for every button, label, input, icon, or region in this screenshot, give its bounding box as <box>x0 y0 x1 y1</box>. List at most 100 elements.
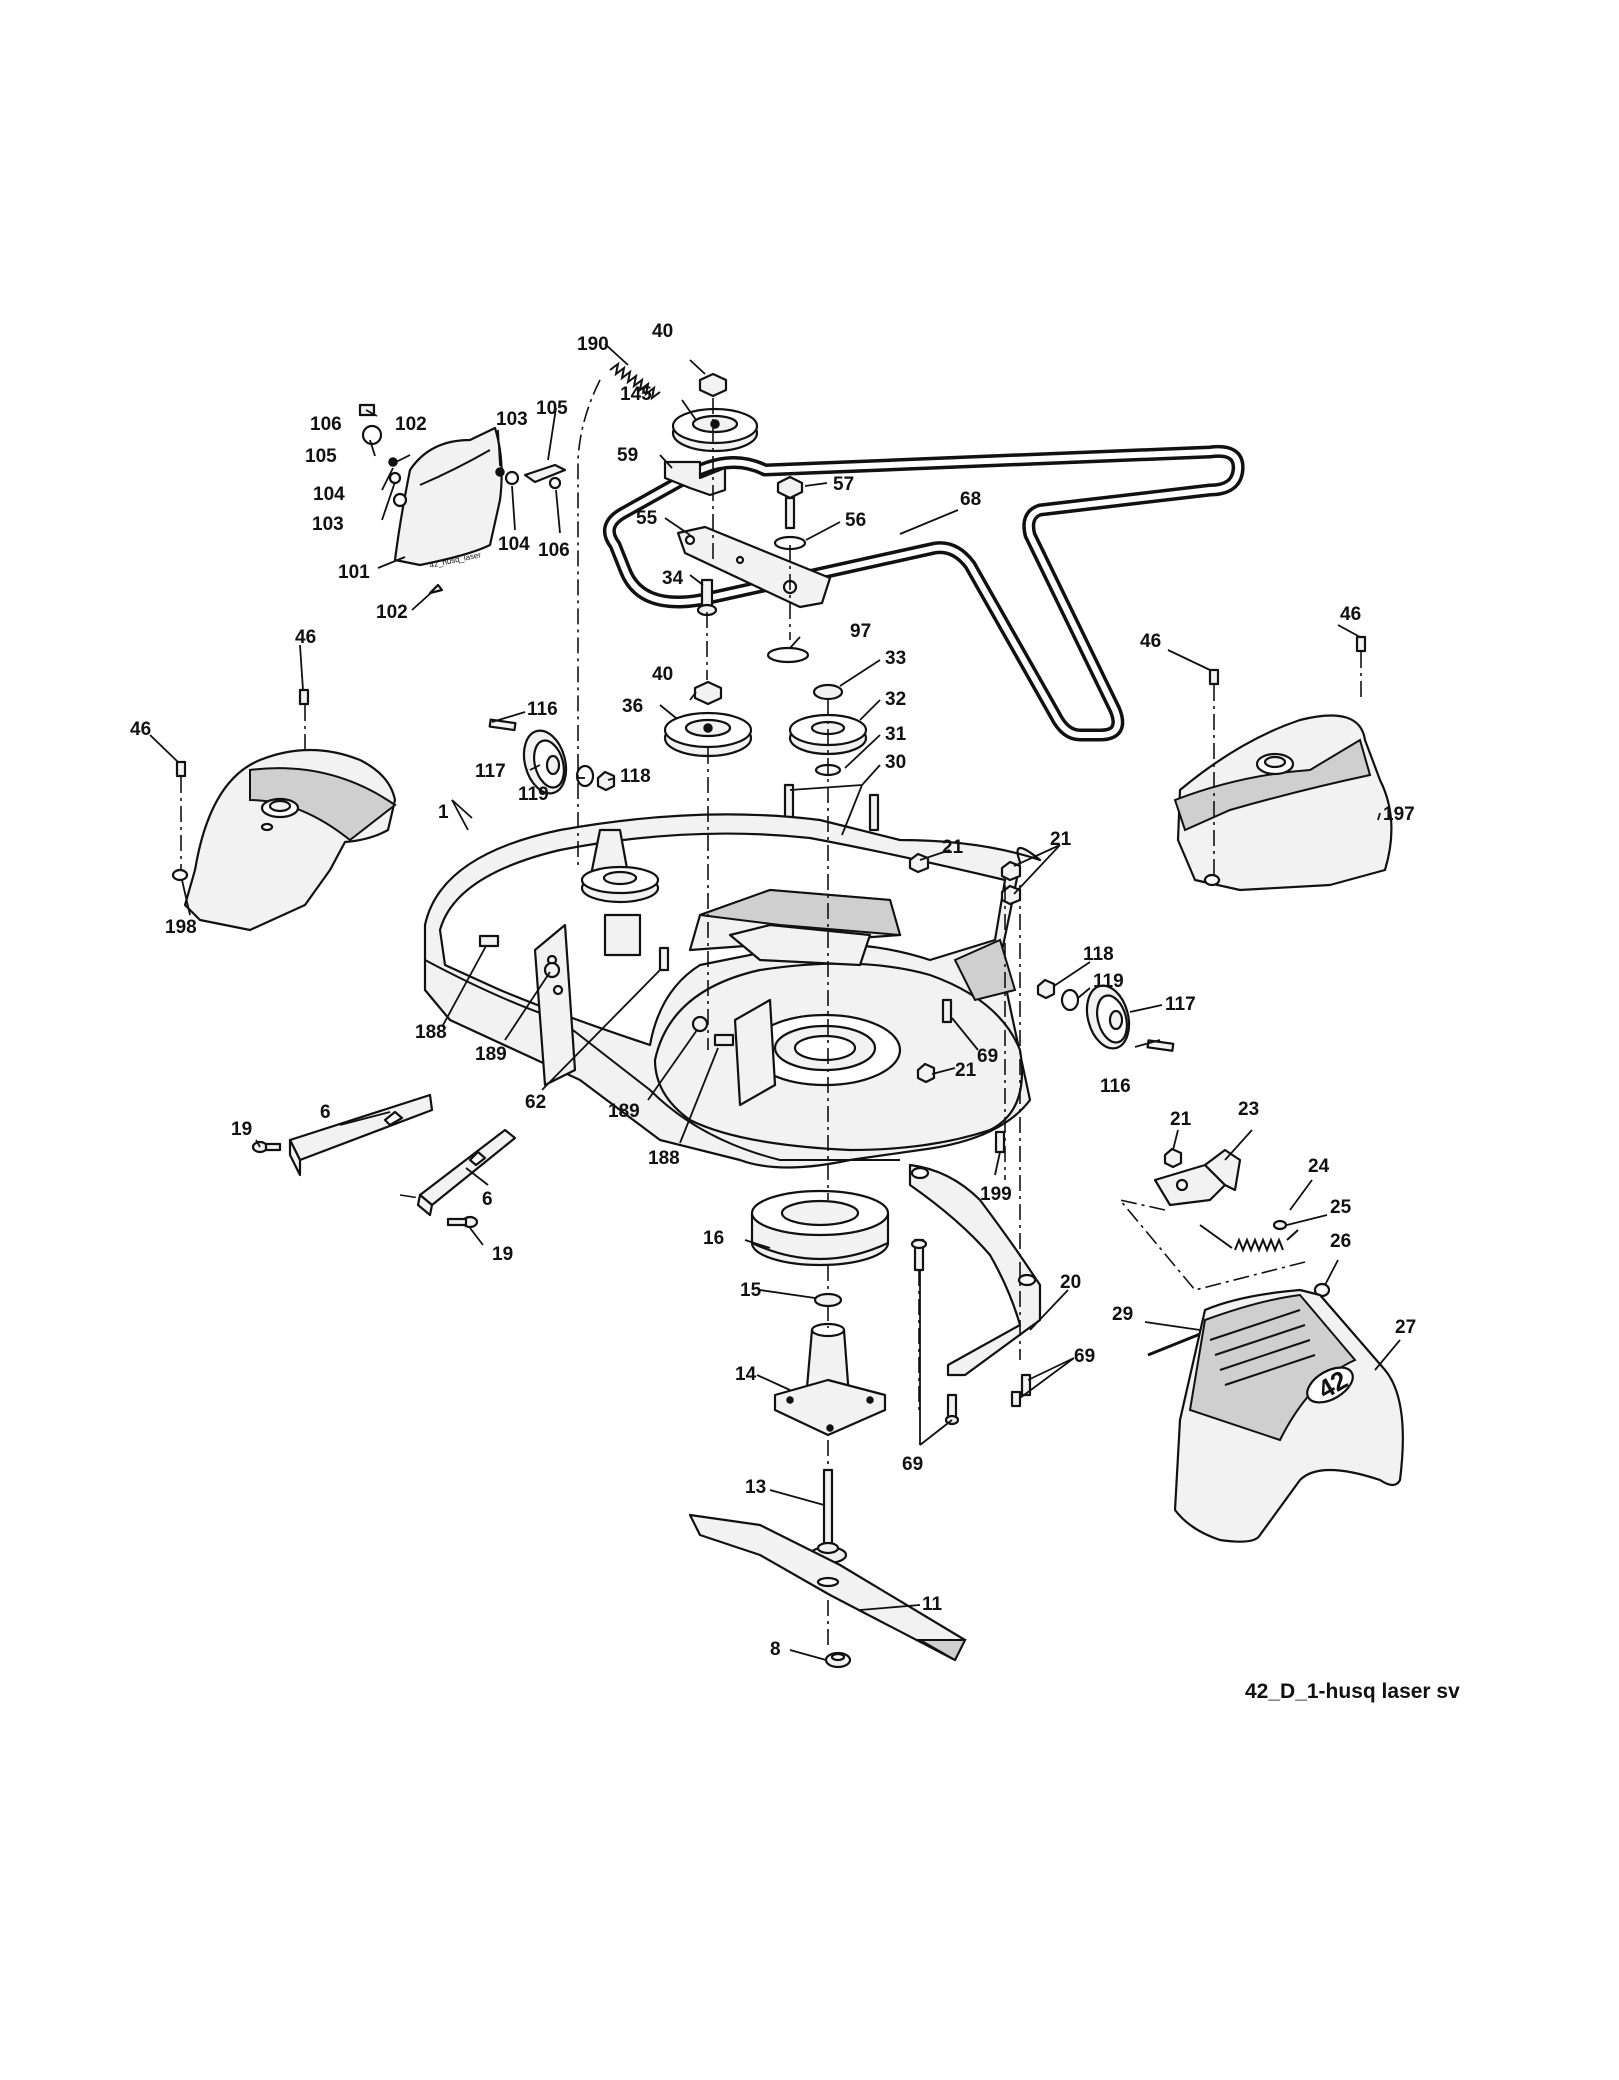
label-6b: 6 <box>482 1189 493 1210</box>
drive-belt <box>602 444 1245 742</box>
label-55: 55 <box>636 508 658 529</box>
washer-103 <box>495 467 505 477</box>
label-199: 199 <box>980 1184 1012 1205</box>
baffle-6-lower <box>416 1128 517 1217</box>
label-13: 13 <box>745 1477 766 1498</box>
washer-97 <box>766 646 810 664</box>
label-23: 23 <box>1238 1099 1259 1120</box>
blade-11 <box>688 1513 967 1662</box>
label-15: 15 <box>740 1280 762 1301</box>
baffle-6-upper <box>288 1093 434 1177</box>
label-6a: 6 <box>320 1102 331 1123</box>
screw-102b <box>428 583 444 595</box>
label-188b: 188 <box>648 1148 680 1169</box>
gauge-wheel-right <box>1036 978 1175 1052</box>
bracket-59 <box>663 460 727 497</box>
label-32: 32 <box>885 689 906 710</box>
deflector-arm-20 <box>908 1163 1042 1377</box>
label-101: 101 <box>338 562 370 583</box>
label-119a: 119 <box>518 784 549 805</box>
nut-21a <box>908 852 930 874</box>
nut-118a <box>596 770 616 792</box>
label-46c: 46 <box>1140 631 1161 652</box>
left-spindle-cover-198 <box>171 748 397 932</box>
label-31: 31 <box>885 724 907 745</box>
label-34: 34 <box>662 568 684 589</box>
spindle-shaft-13 <box>808 1468 848 1565</box>
spring-190 <box>609 361 661 401</box>
label-102b: 102 <box>376 602 408 623</box>
label-198: 198 <box>165 917 197 938</box>
label-27: 27 <box>1395 1317 1416 1338</box>
knob-106b <box>548 476 562 490</box>
cover-hole <box>392 492 408 508</box>
label-59: 59 <box>617 445 638 466</box>
label-105a: 105 <box>305 446 337 467</box>
screw-102 <box>388 457 398 467</box>
idler-pulley-145 <box>671 372 759 453</box>
spindle-guard-16 <box>750 1189 890 1267</box>
label-29: 29 <box>1112 1304 1133 1325</box>
label-105b: 105 <box>536 398 568 419</box>
label-46a: 46 <box>295 627 316 648</box>
label-40b: 40 <box>652 664 673 685</box>
label-189b: 189 <box>608 1101 640 1122</box>
label-20: 20 <box>1060 1272 1081 1293</box>
pulley-36 <box>663 680 753 758</box>
label-118a: 118 <box>620 766 651 787</box>
nut-21b <box>1000 860 1022 882</box>
diagram-caption: 42_D_1-husq laser sv <box>1245 1680 1460 1703</box>
label-197: 197 <box>1383 804 1415 825</box>
deck-bracket-left <box>478 923 670 1087</box>
label-106a: 106 <box>310 414 342 435</box>
bolts-19 <box>251 1140 479 1229</box>
label-25: 25 <box>1330 1197 1352 1218</box>
label-46d: 46 <box>1340 604 1361 625</box>
label-14: 14 <box>735 1364 757 1385</box>
spacer-119b <box>1060 988 1080 1012</box>
bolts-69-199 <box>910 1130 1032 1426</box>
label-188a: 188 <box>415 1022 447 1043</box>
label-21b: 21 <box>1050 829 1072 850</box>
label-69a: 69 <box>977 1046 998 1067</box>
idler-arm-55 <box>676 525 832 609</box>
bolt-188b <box>713 1033 735 1047</box>
spacer-119a <box>575 764 595 788</box>
label-68: 68 <box>960 489 981 510</box>
label-62: 62 <box>525 1092 546 1113</box>
label-103b: 103 <box>496 409 528 430</box>
label-117a: 117 <box>475 761 506 782</box>
latch-105 <box>361 424 383 446</box>
nut-40a <box>698 372 728 398</box>
latch-105b <box>523 463 567 484</box>
label-116b: 116 <box>1100 1076 1131 1097</box>
callout-labels: 40 145 59 57 56 55 34 190 97 68 40 33 36… <box>130 321 1416 1660</box>
label-40: 40 <box>652 321 673 342</box>
label-102a: 102 <box>395 414 427 435</box>
label-190: 190 <box>577 334 609 355</box>
nut-189b <box>691 1015 709 1033</box>
spindle-housing-14 <box>773 1322 887 1437</box>
discharge-deflector-27: 42 <box>1173 1288 1404 1543</box>
label-21a: 21 <box>942 837 964 858</box>
nut-21d <box>1163 1147 1183 1169</box>
leader-lines <box>149 343 1401 1661</box>
label-104a: 104 <box>313 484 345 505</box>
label-118b: 118 <box>1083 944 1114 965</box>
label-33: 33 <box>885 648 906 669</box>
label-69c: 69 <box>902 1454 923 1475</box>
gauge-wheel-left <box>488 718 616 795</box>
label-21c: 21 <box>955 1060 977 1081</box>
assembly-dash-lines <box>180 379 1362 1650</box>
label-104b: 104 <box>498 534 530 555</box>
label-11: 11 <box>922 1594 943 1615</box>
deck-housing <box>423 813 1042 1169</box>
label-30: 30 <box>885 752 906 773</box>
deflector-bracket-23 <box>1153 1147 1242 1207</box>
label-97: 97 <box>850 621 871 642</box>
label-26: 26 <box>1330 1231 1351 1252</box>
bolt-116a <box>488 718 517 732</box>
label-21d: 21 <box>1170 1109 1192 1130</box>
label-117b: 117 <box>1165 994 1196 1015</box>
